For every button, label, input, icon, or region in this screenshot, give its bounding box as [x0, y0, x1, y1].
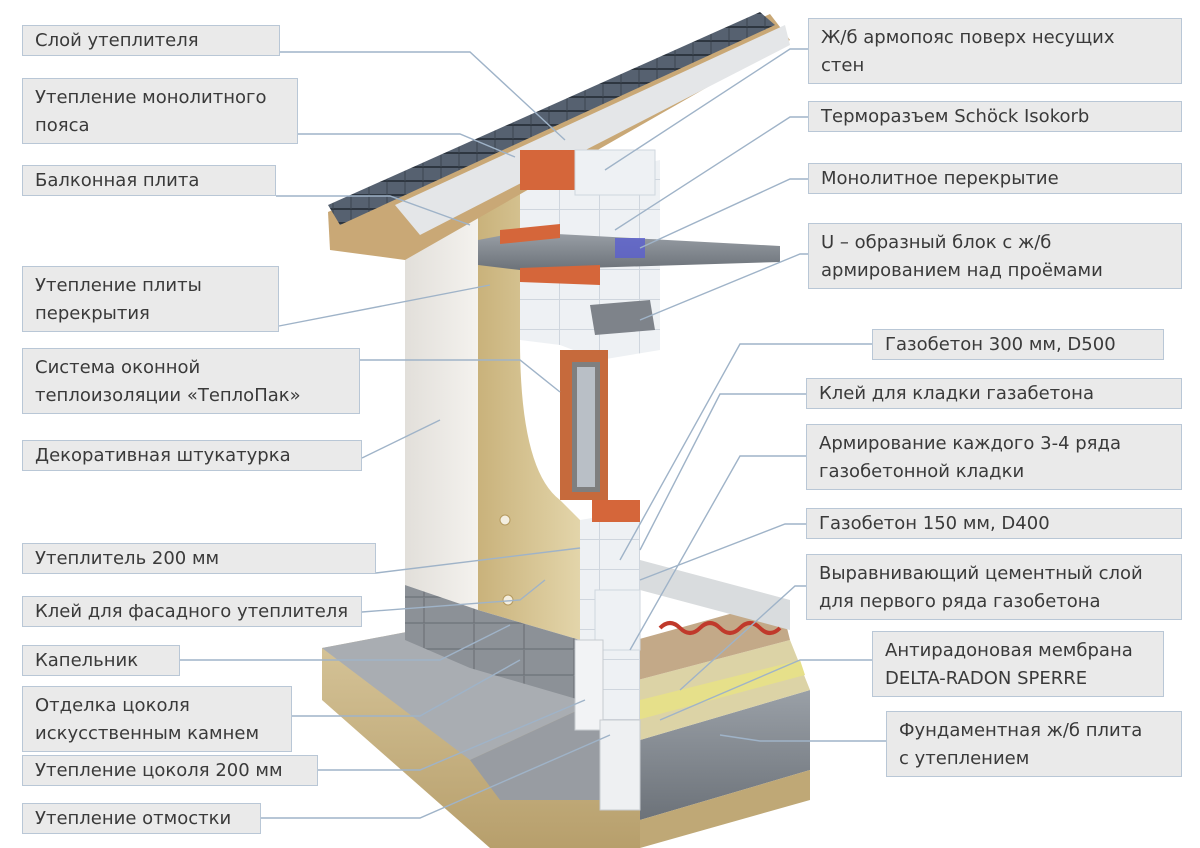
label-isokorb-connector: Терморазъем Schöck Isokorb [808, 101, 1182, 132]
label-window-insulation-system-line1: Система оконной [35, 357, 201, 378]
label-masonry-reinforcement: Армирование каждого 3-4 ряда газобетонно… [806, 424, 1182, 490]
label-reinforced-belt-line1: Ж/б армопояс поверх несущих [821, 27, 1115, 48]
floor-slab [478, 224, 790, 635]
label-facade-insulation-glue: Клей для фасадного утеплителя [22, 596, 362, 627]
plinth [405, 585, 641, 811]
label-plinth-stone-finish-line1: Отделка цоколя [35, 695, 190, 716]
label-balcony-slab: Балконная плита [22, 165, 276, 196]
label-floor-slab-insulation-line1: Утепление плиты [35, 275, 202, 296]
foundation-slab [600, 600, 810, 740]
label-monolithic-belt-insulation: Утепление монолитного пояса [22, 78, 298, 144]
label-decorative-plaster-text: Декоративная штукатурка [35, 445, 291, 466]
label-window-insulation-system-line2: теплоизоляции «ТеплоПак» [35, 385, 301, 406]
label-aerated-concrete-150: Газобетон 150 мм, D400 [806, 508, 1182, 539]
label-insulation-200mm: Утеплитель 200 мм [22, 543, 376, 574]
label-plinth-insulation-200mm: Утепление цоколя 200 мм [22, 755, 318, 786]
label-leveling-cement-layer-line1: Выравнивающий цементный слой [819, 563, 1143, 584]
label-u-block-line2: армированием над проёмами [821, 260, 1103, 281]
label-drip-edge: Капельник [22, 645, 180, 676]
label-reinforced-belt-line2: стен [821, 55, 865, 76]
ground-base [322, 620, 810, 848]
leader-lines [180, 48, 886, 819]
label-floor-slab-insulation-line2: перекрытия [35, 303, 150, 324]
label-radon-membrane: Антирадоновая мембрана DELTA-RADON SPERR… [872, 631, 1164, 697]
label-foundation-slab-line1: Фундаментная ж/б плита [899, 720, 1143, 741]
label-leveling-cement-layer: Выравнивающий цементный слой для первого… [806, 554, 1182, 620]
label-window-insulation-system: Система оконной теплоизоляции «ТеплоПак» [22, 348, 360, 414]
label-radon-membrane-line2: DELTA-RADON SPERRE [885, 668, 1088, 689]
label-plinth-stone-finish: Отделка цоколя искусственным камнем [22, 686, 292, 752]
label-monolithic-floor-text: Монолитное перекрытие [821, 168, 1059, 189]
label-block-glue: Клей для кладки газабетона [806, 378, 1182, 409]
label-drip-edge-text: Капельник [35, 650, 139, 671]
label-reinforced-belt: Ж/б армопояс поверх несущих стен [808, 18, 1182, 84]
label-radon-membrane-line1: Антирадоновая мембрана [885, 640, 1133, 661]
label-monolithic-belt-insulation-line1: Утепление монолитного [35, 87, 267, 108]
label-facade-insulation-glue-text: Клей для фасадного утеплителя [35, 601, 349, 622]
label-insulation-layer-text: Слой утеплителя [35, 30, 199, 51]
label-isokorb-connector-text: Терморазъем Schöck Isokorb [821, 106, 1090, 127]
label-insulation-200mm-text: Утеплитель 200 мм [35, 548, 220, 569]
label-u-block-line1: U – образный блок с ж/б [821, 232, 1052, 253]
mineral-wool-layer [478, 190, 580, 640]
label-aerated-concrete-150-text: Газобетон 150 мм, D400 [819, 513, 1050, 534]
label-aerated-concrete-300-text: Газобетон 300 мм, D500 [885, 334, 1116, 355]
label-aerated-concrete-300: Газобетон 300 мм, D500 [872, 329, 1164, 360]
label-balcony-slab-text: Балконная плита [35, 170, 200, 191]
label-block-glue-text: Клей для кладки газабетона [819, 383, 1094, 404]
label-blind-area-insulation-text: Утепление отмостки [35, 808, 232, 829]
roof [328, 12, 790, 260]
label-blind-area-insulation: Утепление отмостки [22, 803, 261, 834]
label-masonry-reinforcement-line1: Армирование каждого 3-4 ряда [819, 433, 1121, 454]
label-monolithic-floor: Монолитное перекрытие [808, 163, 1182, 194]
label-plinth-stone-finish-line2: искусственным камнем [35, 723, 260, 744]
label-u-block: U – образный блок с ж/б армированием над… [808, 223, 1182, 289]
label-insulation-layer: Слой утеплителя [22, 25, 280, 56]
label-decorative-plaster: Декоративная штукатурка [22, 440, 362, 471]
label-floor-slab-insulation: Утепление плиты перекрытия [22, 266, 279, 332]
label-foundation-slab-line2: с утеплением [899, 748, 1030, 769]
plaster-wall [405, 205, 478, 610]
label-plinth-insulation-200mm-text: Утепление цоколя 200 мм [35, 760, 283, 781]
label-monolithic-belt-insulation-line2: пояса [35, 115, 90, 136]
label-masonry-reinforcement-line2: газобетонной кладки [819, 461, 1025, 482]
label-leveling-cement-layer-line2: для первого ряда газобетона [819, 591, 1101, 612]
label-foundation-slab: Фундаментная ж/б плита с утеплением [886, 711, 1182, 777]
